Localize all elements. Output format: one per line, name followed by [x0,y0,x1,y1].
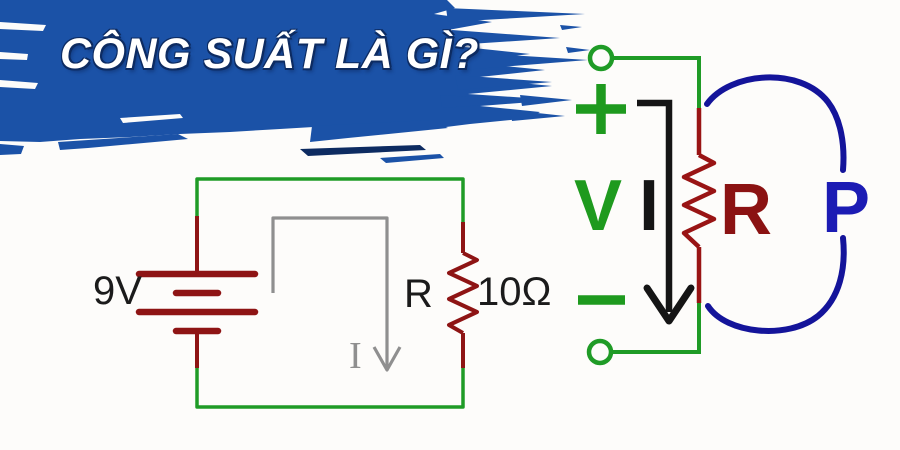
current-arrow-shaft [637,99,673,312]
brush-slits-white [0,22,183,123]
power-letter: P [822,168,871,248]
power-relationship-diagram [576,44,847,366]
brush-speck-navy [300,145,426,156]
left-circuit-diagram [135,177,479,409]
resistance-letter: R [720,170,772,250]
circuit-wire-red [195,216,465,368]
resistor-name-label: R [404,272,433,316]
power-brace-bottom [705,235,847,334]
brush-specks-bottom [0,120,448,163]
current-letter: I [639,166,660,246]
circuit-wire-green [195,177,465,409]
resistor-symbol [447,251,479,335]
plus-symbol [576,84,626,134]
brush-streaks-right [440,8,590,121]
current-label: I [349,335,362,377]
resistor-symbol [681,153,717,249]
battery-voltage-label: 9V [93,269,142,313]
current-path [271,216,389,367]
voltage-letter: V [574,166,623,246]
resistor-value-label: 10Ω [477,270,552,314]
power-brace-top [704,74,847,173]
current-arrowhead-icon [643,284,695,325]
page-title: CÔNG SUẤT LÀ GÌ? [60,30,479,78]
terminal-wire-green [612,56,701,354]
brush-stroke-main [0,0,558,142]
battery-symbol [135,270,259,335]
brush-banner [0,0,590,163]
bottom-terminal-icon [586,338,614,366]
top-terminal-icon [587,44,615,72]
current-arrowhead-icon [372,346,402,372]
